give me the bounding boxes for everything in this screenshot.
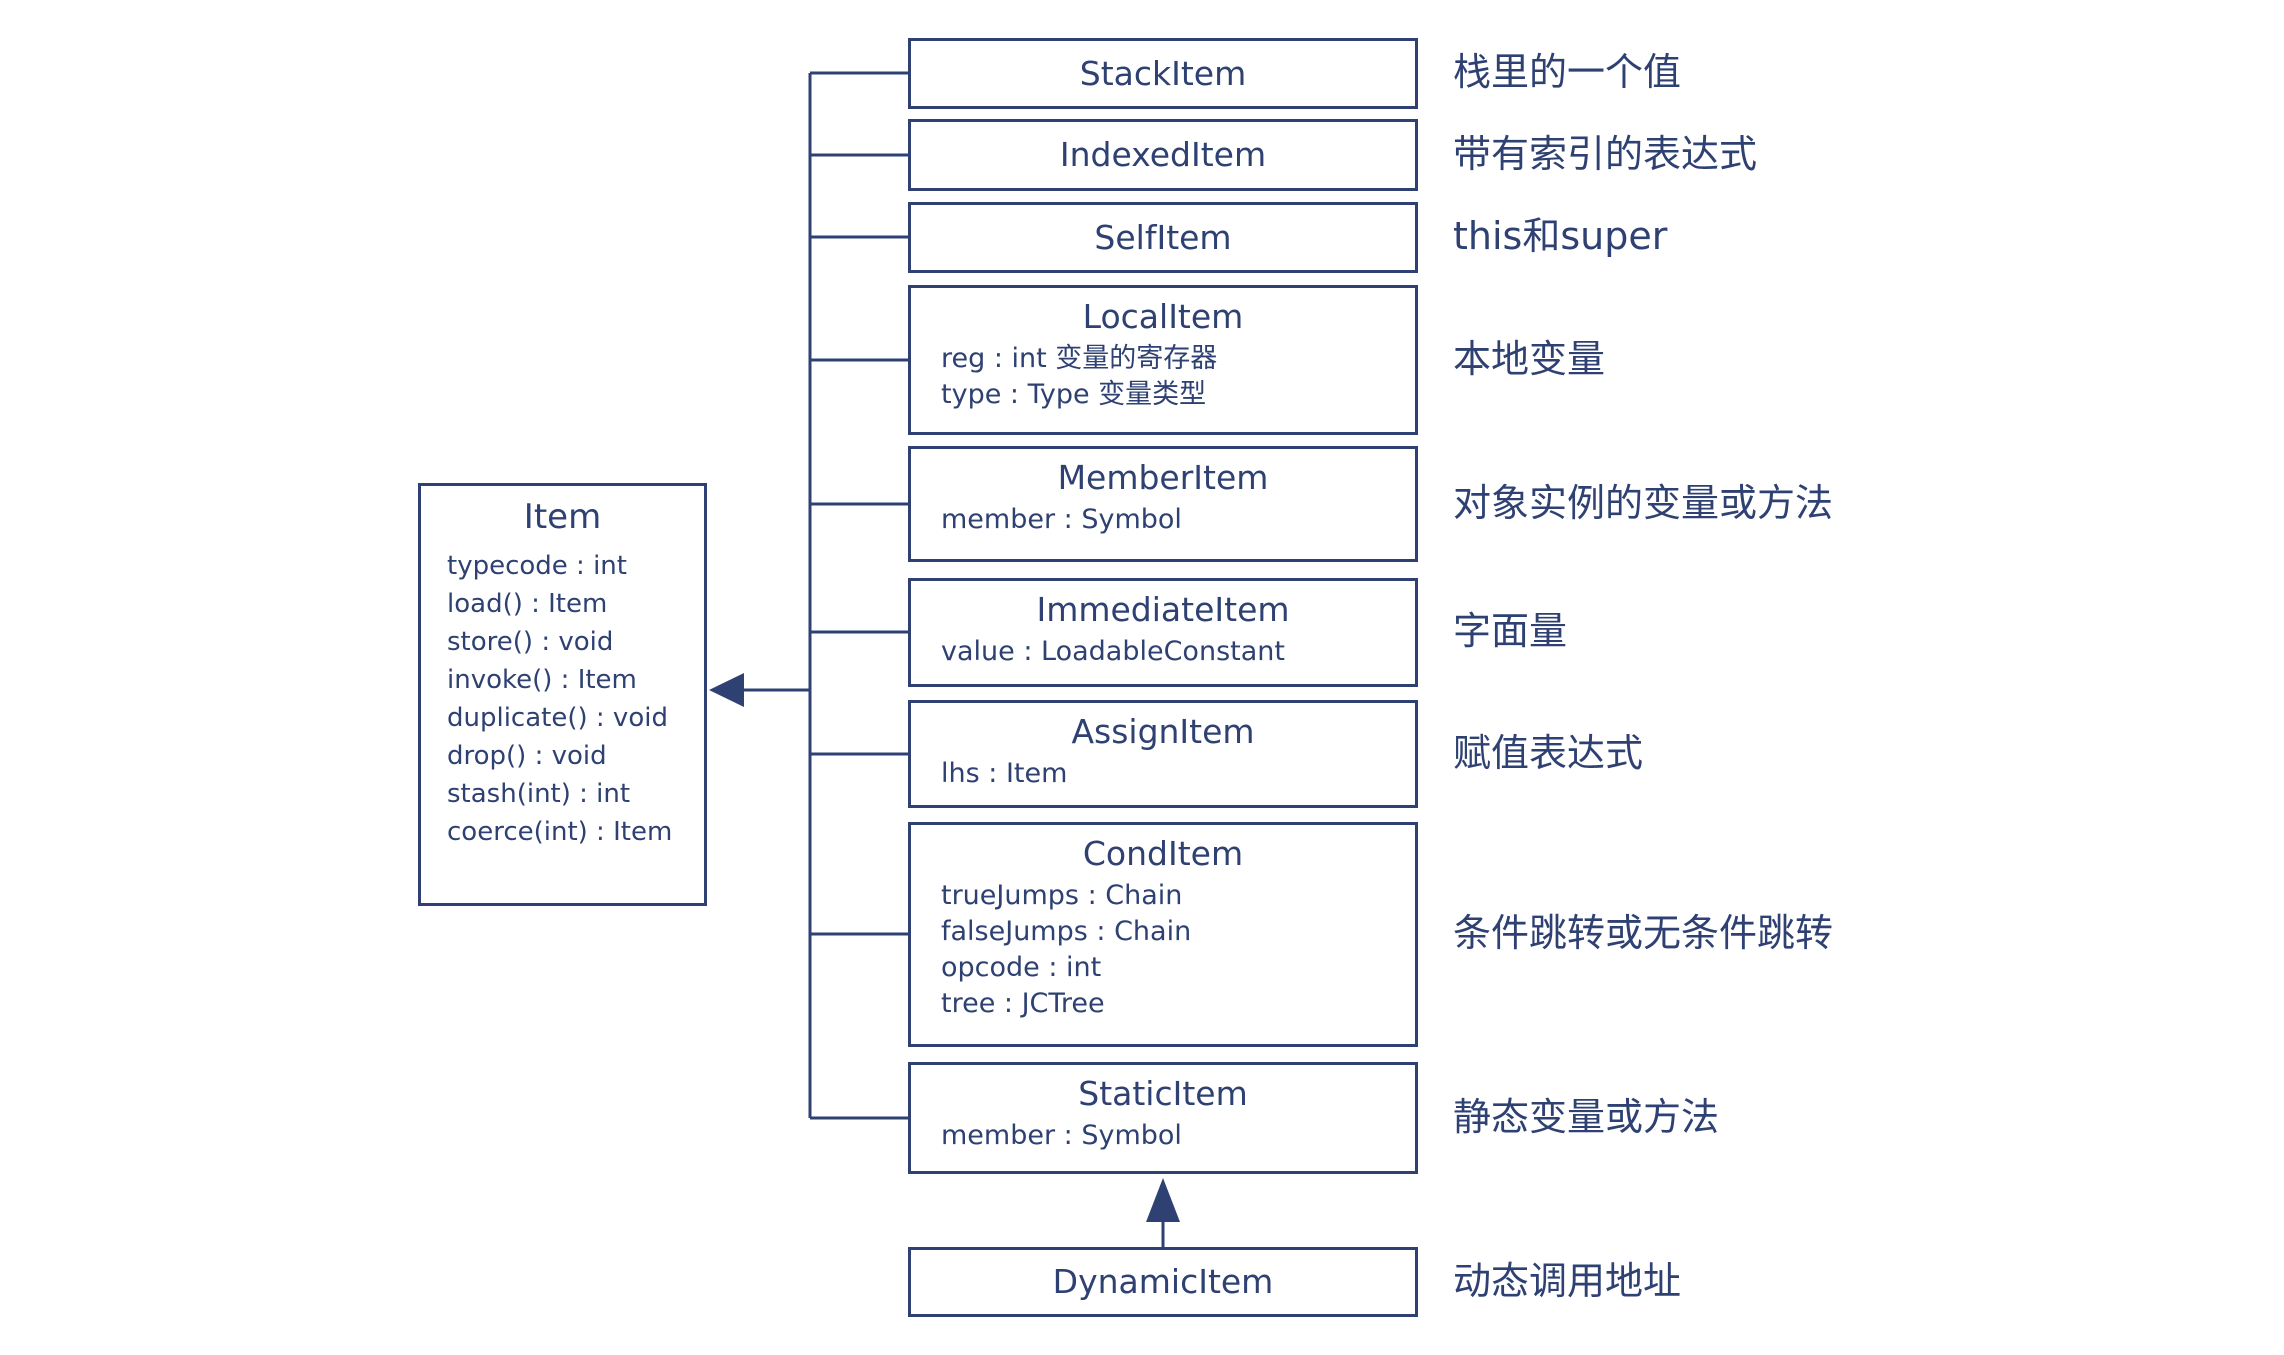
class-box-conditem: CondItem trueJumps : Chain falseJumps : … bbox=[908, 822, 1418, 1047]
class-name-stackitem: StackItem bbox=[1079, 53, 1247, 93]
item-member-coerce: coerce(int) : Item bbox=[447, 816, 673, 847]
class-name-item: Item bbox=[523, 497, 602, 537]
class-name-staticitem: StaticItem bbox=[1078, 1074, 1248, 1113]
staticitem-member-member: member : Symbol bbox=[941, 1120, 1182, 1152]
item-member-load: load() : Item bbox=[447, 588, 608, 619]
annotation-staticitem: 静态变量或方法 bbox=[1453, 1095, 1720, 1140]
annotation-conditem: 条件跳转或无条件跳转 bbox=[1453, 911, 1834, 956]
annotation-immediateitem: 字面量 bbox=[1453, 609, 1568, 654]
localitem-member-type: type : Type 变量类型 bbox=[941, 379, 1207, 411]
annotation-localitem: 本地变量 bbox=[1453, 337, 1606, 382]
annotation-selfitem: this和super bbox=[1453, 214, 1668, 259]
dynamic-arrowhead-icon bbox=[1146, 1178, 1180, 1222]
annotation-dynamicitem: 动态调用地址 bbox=[1453, 1259, 1682, 1304]
class-box-localitem: LocalItem reg : int 变量的寄存器 type : Type 变… bbox=[908, 285, 1418, 435]
class-name-memberitem: MemberItem bbox=[1057, 458, 1269, 497]
item-member-store: store() : void bbox=[447, 626, 614, 657]
class-box-staticitem: StaticItem member : Symbol bbox=[908, 1062, 1418, 1174]
class-box-item: Item typecode : int load() : Item store(… bbox=[418, 483, 707, 906]
conditem-member-opcode: opcode : int bbox=[941, 952, 1102, 984]
assignitem-member-lhs: lhs : Item bbox=[941, 758, 1068, 790]
immediateitem-member-value: value : LoadableConstant bbox=[941, 636, 1285, 668]
class-name-dynamicitem: DynamicItem bbox=[1052, 1262, 1274, 1302]
class-box-selfitem: SelfItem bbox=[908, 202, 1418, 273]
class-box-indexeditem: IndexedItem bbox=[908, 119, 1418, 191]
annotation-indexeditem: 带有索引的表达式 bbox=[1453, 132, 1758, 177]
conditem-member-falsejumps: falseJumps : Chain bbox=[941, 916, 1192, 948]
class-name-selfitem: SelfItem bbox=[1094, 217, 1232, 257]
item-member-drop: drop() : void bbox=[447, 740, 607, 771]
class-name-indexeditem: IndexedItem bbox=[1059, 135, 1267, 175]
item-member-duplicate: duplicate() : void bbox=[447, 702, 668, 733]
class-box-dynamicitem: DynamicItem bbox=[908, 1247, 1418, 1317]
item-member-invoke: invoke() : Item bbox=[447, 664, 637, 695]
class-box-memberitem: MemberItem member : Symbol bbox=[908, 446, 1418, 562]
item-member-typecode: typecode : int bbox=[447, 550, 627, 581]
localitem-member-reg: reg : int 变量的寄存器 bbox=[941, 343, 1218, 375]
memberitem-member-member: member : Symbol bbox=[941, 504, 1182, 536]
inheritance-arrowhead-icon bbox=[709, 673, 744, 707]
annotation-assignitem: 赋值表达式 bbox=[1453, 731, 1644, 776]
class-box-assignitem: AssignItem lhs : Item bbox=[908, 700, 1418, 808]
item-member-stash: stash(int) : int bbox=[447, 778, 631, 809]
conditem-member-tree: tree : JCTree bbox=[941, 988, 1105, 1020]
class-box-immediateitem: ImmediateItem value : LoadableConstant bbox=[908, 578, 1418, 687]
class-name-conditem: CondItem bbox=[1082, 834, 1244, 873]
class-name-immediateitem: ImmediateItem bbox=[1036, 590, 1290, 629]
class-name-assignitem: AssignItem bbox=[1071, 712, 1255, 751]
annotation-stackitem: 栈里的一个值 bbox=[1453, 50, 1682, 95]
annotation-memberitem: 对象实例的变量或方法 bbox=[1453, 481, 1834, 526]
class-name-localitem: LocalItem bbox=[1082, 297, 1244, 336]
class-box-stackitem: StackItem bbox=[908, 38, 1418, 109]
conditem-member-truejumps: trueJumps : Chain bbox=[941, 880, 1183, 912]
